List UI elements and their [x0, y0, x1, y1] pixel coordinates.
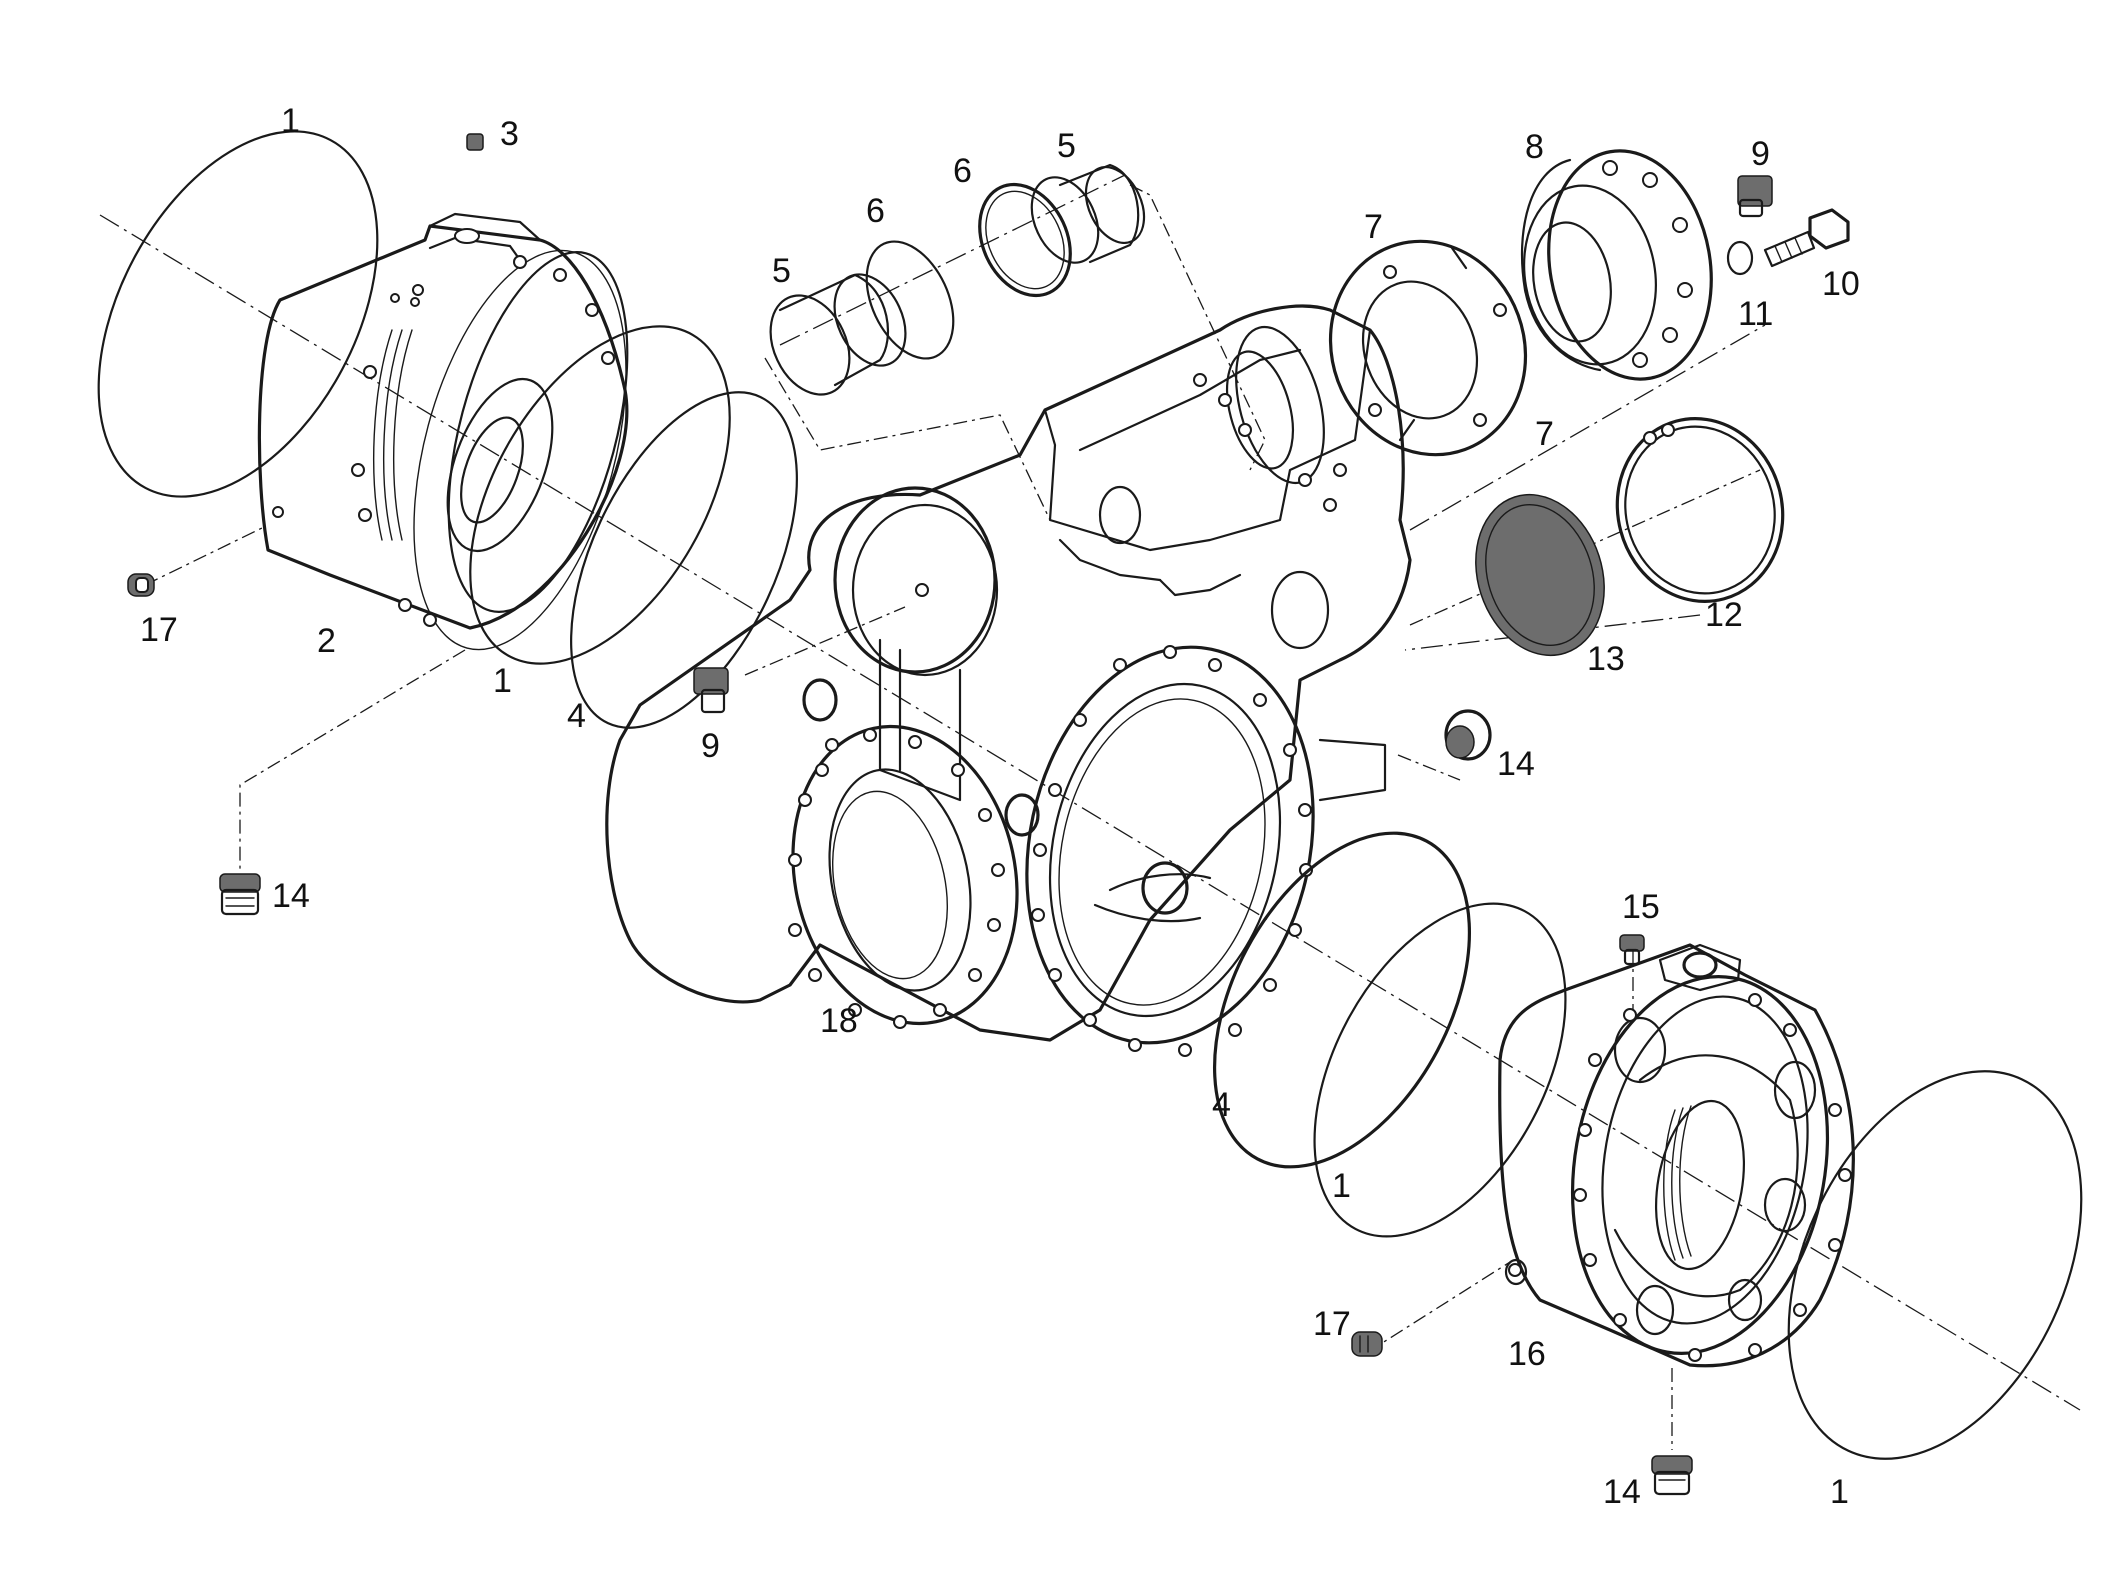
- ring-4-left: [570, 391, 798, 729]
- plug-17-right: [1351, 1331, 1383, 1357]
- callout-5: 5: [772, 252, 791, 290]
- callout-5: 5: [1057, 127, 1076, 165]
- callout-14: 14: [1497, 745, 1535, 783]
- callout-labels: 1 3 5 6 6 5 8 9 10 11 7 7 12 13 17 2 1 4…: [140, 102, 1860, 1511]
- callout-16: 16: [1508, 1335, 1546, 1373]
- plug-17-left: [127, 573, 155, 597]
- grease-nipple-15: [1619, 934, 1645, 966]
- axle-housing-18: [605, 304, 1412, 1057]
- bushing-5-right: [1030, 163, 1146, 264]
- callout-9: 9: [1751, 135, 1770, 173]
- callout-11: 11: [1738, 295, 1773, 333]
- callout-10: 10: [1822, 265, 1860, 303]
- callout-7: 7: [1364, 208, 1383, 246]
- fitting-14-right: [1444, 709, 1492, 761]
- callout-9: 9: [701, 727, 720, 765]
- callout-7: 7: [1535, 415, 1554, 453]
- bushing-5-left: [769, 273, 907, 396]
- callout-1: 1: [1332, 1167, 1351, 1205]
- callout-17: 17: [1313, 1305, 1351, 1343]
- ring-6-right: [978, 182, 1072, 298]
- callout-14: 14: [1603, 1473, 1641, 1511]
- o-ring-1-bottom-right: [1787, 1070, 2083, 1460]
- washer-11: [1726, 240, 1754, 276]
- ring-6-left: [865, 240, 955, 360]
- callout-15: 15: [1622, 888, 1660, 926]
- fitting-14-left: [219, 873, 261, 916]
- o-ring-1-top-left: [97, 130, 379, 498]
- ring-4-right: [1212, 831, 1472, 1169]
- flange-8: [1520, 149, 1713, 381]
- callout-2: 2: [317, 622, 336, 660]
- callout-17: 17: [140, 611, 178, 649]
- o-ring-1-right-middle: [1313, 902, 1567, 1238]
- callout-18: 18: [820, 1002, 858, 1040]
- callout-4: 4: [567, 697, 586, 735]
- fitting-9-top: [1737, 175, 1773, 218]
- callout-6: 6: [953, 152, 972, 190]
- o-ring-1-left-middle: [469, 325, 731, 665]
- housing-2-left: [257, 212, 629, 651]
- center-lines: [99, 174, 2081, 1450]
- callout-1: 1: [1830, 1473, 1849, 1511]
- plug-3: [466, 133, 484, 151]
- snap-ring-12: [1615, 417, 1785, 603]
- callout-1: 1: [281, 102, 300, 140]
- fitting-9-lower: [693, 667, 729, 714]
- callout-13: 13: [1587, 640, 1625, 678]
- thrust-washer-7: [1328, 239, 1528, 457]
- callout-4: 4: [1212, 1086, 1231, 1124]
- callout-3: 3: [500, 115, 519, 153]
- callout-6: 6: [866, 192, 885, 230]
- fitting-14-bottom: [1651, 1455, 1693, 1496]
- callout-8: 8: [1525, 128, 1544, 166]
- housing-16-right: [1498, 943, 1855, 1368]
- bolt-10: [1763, 208, 1850, 268]
- callout-14: 14: [272, 877, 310, 915]
- filter-disc-13: [1475, 493, 1605, 657]
- callout-12: 12: [1705, 596, 1743, 634]
- callout-1: 1: [493, 662, 512, 700]
